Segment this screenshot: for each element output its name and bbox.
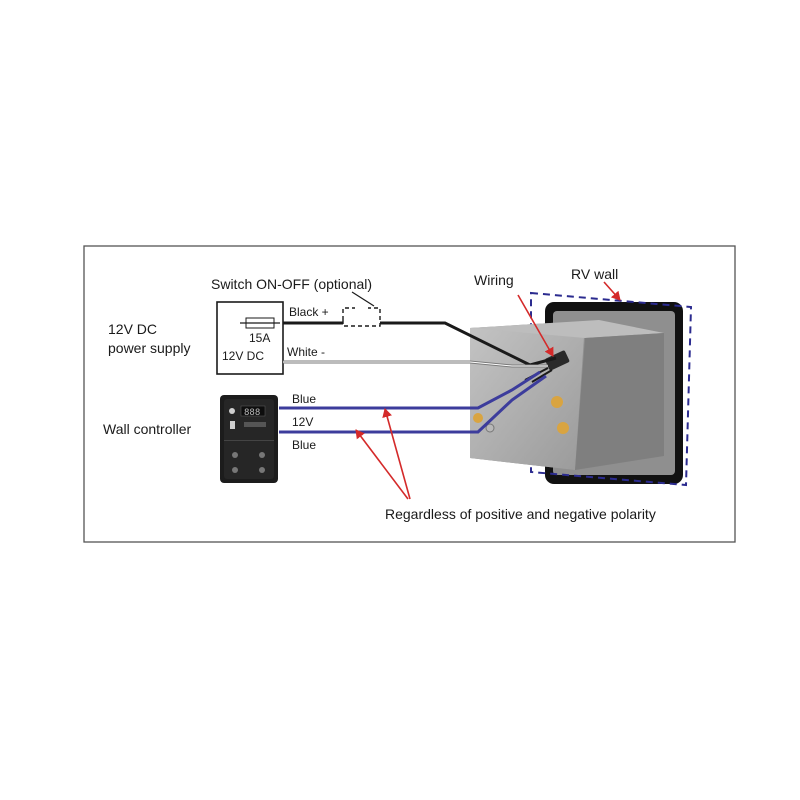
arrow-polarity-2 — [382, 408, 411, 500]
svg-text:888: 888 — [244, 408, 260, 418]
arrow-wiring — [517, 294, 554, 357]
blue-wire-bottom — [279, 374, 547, 434]
wall-controller-label: Wall controller — [103, 421, 192, 437]
black-wire-label: Black + — [289, 305, 329, 319]
connector-terminal — [485, 423, 495, 433]
switch-title: Switch ON-OFF (optional) — [211, 276, 372, 292]
wall-controller-device: 888 — [220, 395, 278, 483]
rv-wall-label: RV wall — [571, 266, 618, 282]
arrow-polarity-1 — [355, 429, 409, 500]
display-icon — [240, 405, 266, 417]
power-supply-label-line2: power supply — [108, 340, 191, 356]
power-supply-label-line1: 12V DC — [108, 321, 157, 337]
heater-unit — [470, 320, 664, 470]
blue-wire-top — [279, 370, 541, 410]
arrow-rv-wall — [603, 281, 621, 301]
power-supply-box — [216, 301, 284, 375]
wiring-harness-plug — [545, 350, 570, 371]
fuse-rating: 15A — [249, 331, 270, 345]
controller-button — [259, 452, 265, 458]
blue-wire-bottom-label: Blue — [292, 438, 316, 452]
wiring-label: Wiring — [474, 272, 514, 288]
psu-voltage: 12V DC — [222, 349, 264, 363]
controller-button — [259, 467, 265, 473]
controller-button — [232, 467, 238, 473]
blue-wire-top-label: Blue — [292, 392, 316, 406]
polarity-note: Regardless of positive and negative pola… — [385, 506, 656, 522]
controller-button — [232, 452, 238, 458]
connector-terminal — [473, 413, 483, 423]
flame-icon — [229, 408, 235, 414]
white-wire-label: White - — [287, 345, 325, 359]
connector-terminal — [557, 422, 569, 434]
wire-12v-label: 12V — [292, 415, 313, 429]
connector-terminal — [551, 396, 563, 408]
black-wire — [283, 321, 557, 367]
